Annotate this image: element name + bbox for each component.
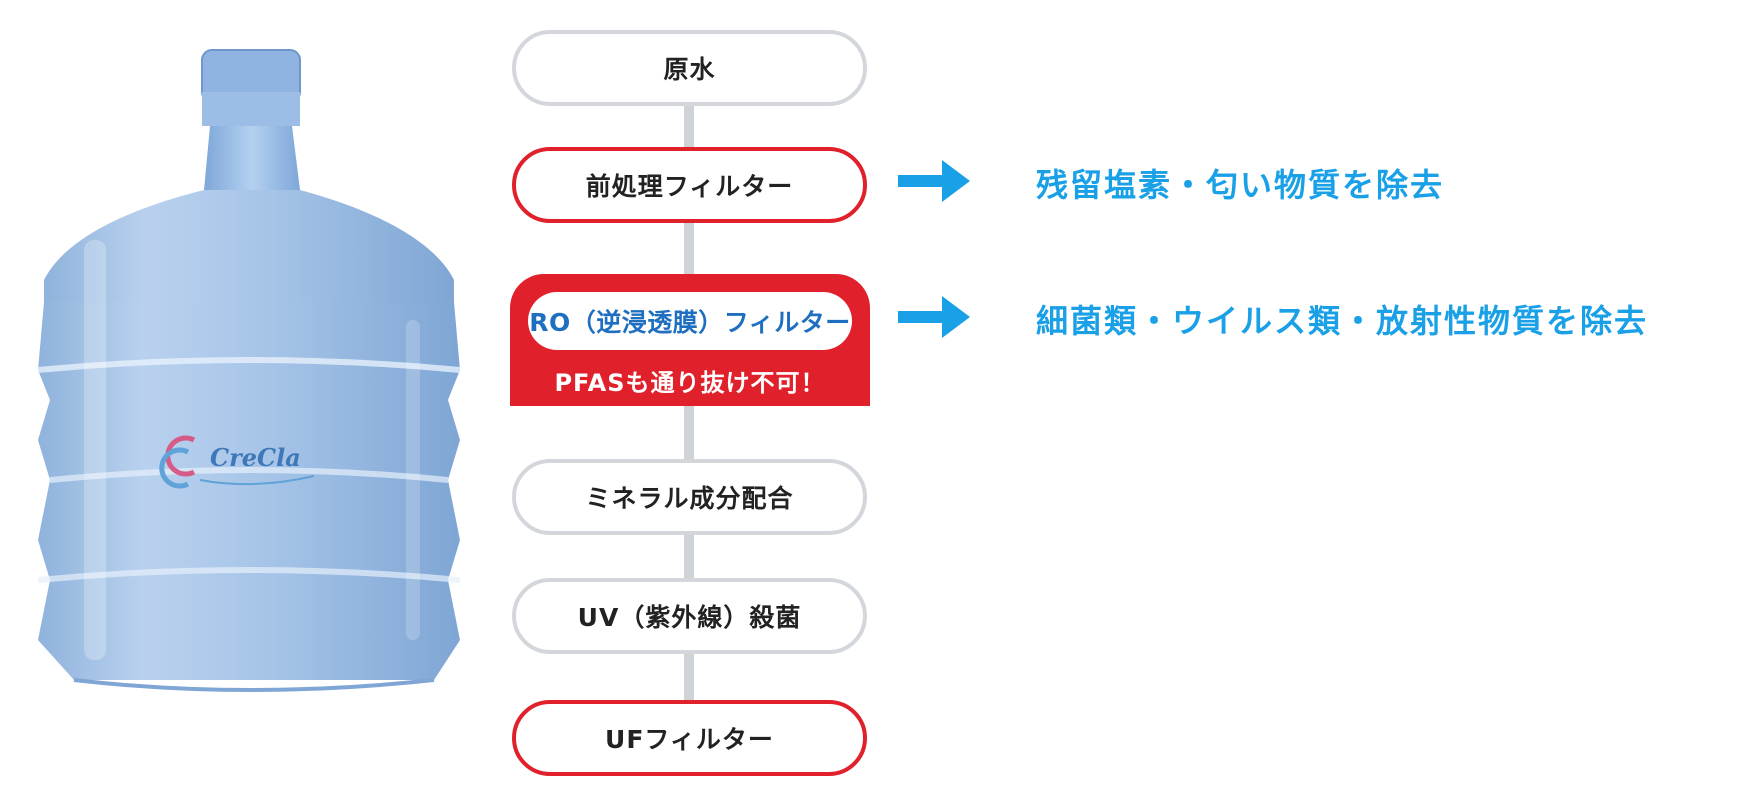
step-ro-filter: RO（逆浸透膜）フィルター PFASも通り抜け不可！ [510, 274, 870, 406]
step-label: ミネラル成分配合 [585, 484, 794, 513]
step-uv-sterilization: UV（紫外線）殺菌 [512, 578, 867, 654]
ro-removal-note: 細菌類・ウイルス類・放射性物質を除去 [1036, 302, 1649, 340]
step-mineral-blend: ミネラル成分配合 [512, 459, 867, 535]
step-label: RO（逆浸透膜）フィルター [529, 308, 851, 337]
step-pretreatment-filter: 前処理フィルター [512, 147, 867, 223]
step-label: 前処理フィルター [585, 172, 794, 201]
step-uf-filter: UFフィルター [512, 700, 867, 776]
step-label: UFフィルター [605, 725, 774, 754]
right-arrow-icon [898, 296, 970, 338]
step-raw-water: 原水 [512, 30, 867, 106]
pretreatment-removal-note: 残留塩素・匂い物質を除去 [1036, 166, 1445, 204]
brand-logo-text: CreCla [210, 443, 301, 472]
step-label: 原水 [663, 55, 716, 84]
ro-pfas-note: PFASも通り抜け不可！ [554, 368, 826, 397]
water-bottle-image: CreCla [37, 49, 461, 692]
right-arrow-icon [898, 160, 970, 202]
step-label: UV（紫外線）殺菌 [577, 603, 802, 632]
ro-filter-pill: RO（逆浸透膜）フィルター [528, 292, 852, 350]
